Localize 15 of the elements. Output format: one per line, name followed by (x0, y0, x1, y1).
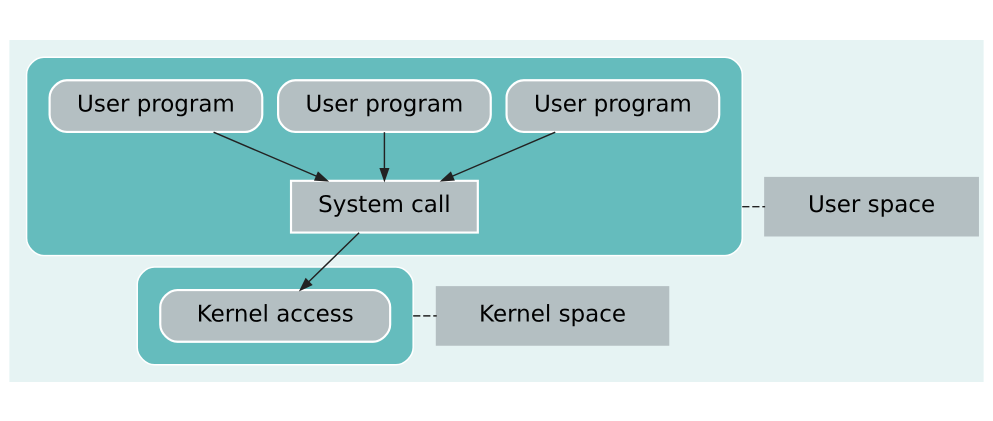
node-box: User program (48, 78, 264, 133)
arrow (440, 131, 556, 182)
cluster (136, 266, 414, 365)
connector (742, 205, 766, 207)
cluster (26, 56, 743, 256)
node-box: Kernel space (436, 286, 670, 346)
node-box: User program (505, 78, 720, 133)
arrow (298, 232, 360, 291)
node-box: Kernel access (159, 288, 392, 342)
node-box: System call (290, 179, 479, 234)
arrow (379, 132, 390, 182)
node-box: User program (277, 78, 492, 133)
node-box: User space (764, 176, 979, 236)
connector (413, 314, 437, 316)
arrow (213, 131, 330, 182)
